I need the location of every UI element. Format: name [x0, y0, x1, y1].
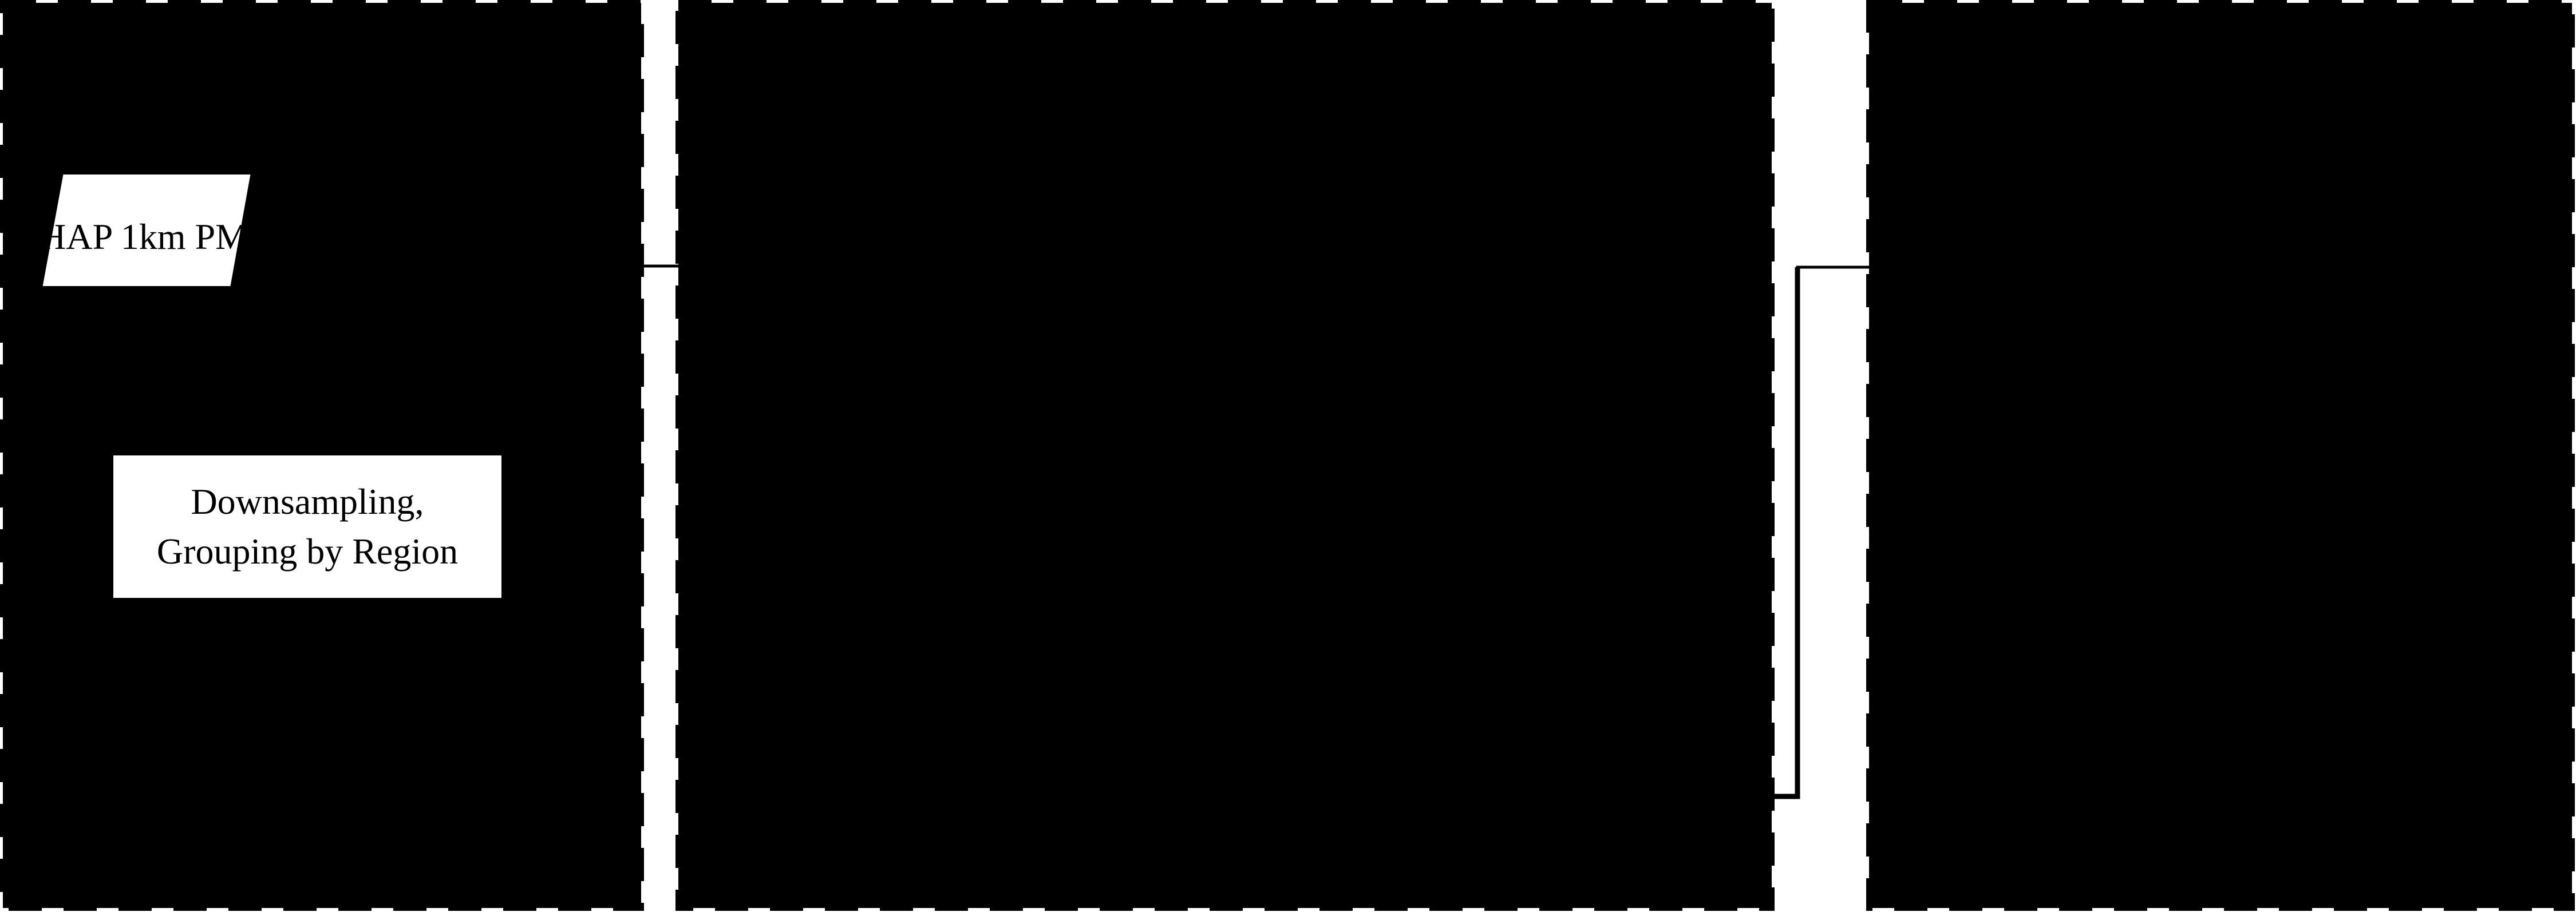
node-chap-1km-pm25[interactable]: CHAP 1km PM2.5 — [15, 171, 278, 290]
edge-grid-to-boundary-vertical — [564, 266, 604, 801]
node-chap-subscript: 2.5 — [248, 236, 278, 263]
panel-generation-title-text: Generation of PM — [1888, 30, 2233, 80]
edge-accmatrix-to-dtwpath-vertical — [1123, 260, 1215, 801]
panel-generation-title-line2: Transport Pathways — [1888, 85, 2275, 134]
panel-dpd-border — [675, 0, 1775, 911]
panel-generation-background — [1869, 3, 2572, 908]
node-downsampling-grouping[interactable]: Downsampling, Grouping by Region — [110, 452, 505, 601]
edge-queen-to-reference-feedback — [2395, 246, 2502, 491]
node-chap-label: CHAP 1km PM2.5 — [15, 216, 278, 263]
panel-dpd-background — [678, 3, 1772, 908]
panel-preprocessing-title: Data Pre-Processing — [18, 30, 405, 80]
panel-dpd-title: DTW Phase Difference(DPD) Matrix Calcula… — [700, 30, 1635, 80]
node-downsampling-line2: Grouping by Region — [157, 531, 458, 572]
panel-generation-title-subscript: 2.5 — [2233, 60, 2263, 86]
panel-generation-title: Generation of PM2.5 — [1888, 30, 2263, 86]
panel-generation-border — [1866, 0, 2575, 911]
node-downsampling-line1: Downsampling, — [191, 481, 424, 522]
node-chap-text: CHAP 1km PM — [15, 216, 248, 257]
edge-dpdmatrix-to-reference-vertical — [1729, 267, 1800, 799]
